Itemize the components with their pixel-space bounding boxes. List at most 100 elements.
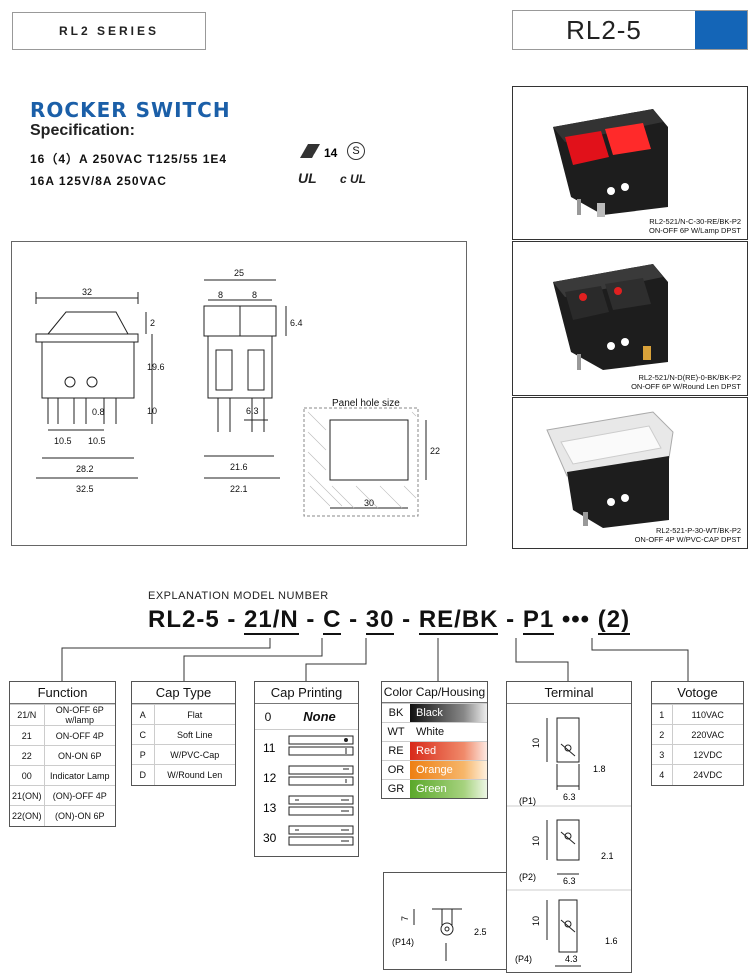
dim-side-top: 6.4 <box>290 318 303 328</box>
terminal-p14-box: 7 2.5 (P14) <box>383 872 507 970</box>
color-code: GR <box>387 783 405 795</box>
round-lens-switch-image <box>553 264 668 370</box>
color-code: OR <box>387 764 405 776</box>
table-row: 21(ON)(ON)-OFF 4P <box>10 785 115 806</box>
cap-printing-code-30: 30 <box>263 831 277 845</box>
p2-label: (P2) <box>519 872 536 882</box>
cap-type-desc: W/Round Len <box>154 764 235 785</box>
color-row: OR Orange <box>382 760 487 779</box>
dim-side-base: 22.1 <box>230 484 248 494</box>
voltage-title: Votoge <box>652 682 743 704</box>
p4-label: (P4) <box>515 954 532 964</box>
explanation-title: EXPLANATION MODEL NUMBER <box>148 590 329 602</box>
model-accent-bar <box>695 11 747 49</box>
product-title: ROCKER SWITCH <box>30 98 231 122</box>
dim-side-b: 8 <box>252 290 257 300</box>
voltage-code: 4 <box>652 764 673 785</box>
red-lamp-switch-image <box>553 109 668 217</box>
p14-hole: 2.5 <box>474 927 487 937</box>
p1-hole: 1.8 <box>593 764 606 774</box>
series-label: RL2 SERIES <box>12 12 206 50</box>
p14-height: 7 <box>400 916 410 921</box>
code-cap-type: C <box>323 606 342 635</box>
code-dots: ••• <box>561 606 591 633</box>
dim-flange-width: 32.5 <box>76 484 94 494</box>
photo-1-model: RL2-521/N-C-30-RE/BK-P2 <box>649 217 741 226</box>
dim-side-body: 21.6 <box>230 462 248 472</box>
code-color: RE/BK <box>418 606 499 635</box>
cap-printing-code-12: 12 <box>263 771 277 785</box>
code-function: 21/N <box>244 606 299 635</box>
photo-3-model: RL2-521-P-30-WT/BK-P2 <box>655 526 741 535</box>
code-sep: - <box>506 606 516 633</box>
color-swatch-white: White <box>416 726 445 738</box>
function-desc: Indicator Lamp <box>44 765 115 786</box>
p14-label: (P14) <box>392 937 414 947</box>
cap-printing-code-11: 11 <box>263 741 276 755</box>
pvc-cap-switch-image <box>546 411 674 528</box>
dim-panel-width: 30 <box>364 498 374 508</box>
voltage-code: 1 <box>652 704 673 725</box>
dim-body-height: 19.6 <box>147 362 165 372</box>
voltage-code: 3 <box>652 744 673 765</box>
p4-height: 10 <box>531 916 541 926</box>
s-mark-icon: S <box>347 142 365 160</box>
p1-width: 6.3 <box>563 792 576 802</box>
function-code: 22 <box>10 745 45 766</box>
photo-2-model: RL2-521/N-D(RE)-0-BK/BK-P2 <box>638 373 741 382</box>
function-desc: (ON)-ON 6P <box>44 805 115 826</box>
connector-lines <box>61 638 689 682</box>
function-code: 21/N <box>10 704 45 726</box>
cap-type-code: A <box>132 704 155 725</box>
cap-printing-none-row: 0 None <box>255 704 358 730</box>
dim-front-width: 32 <box>82 287 92 297</box>
dim-pin-height: 10 <box>147 406 157 416</box>
p4-hole: 1.6 <box>605 936 618 946</box>
enec-number: 14 <box>324 146 338 160</box>
model-header: RL2-5 <box>512 10 748 50</box>
cap-printing-none-code: 0 <box>264 709 272 724</box>
spec-label: Specification: <box>30 122 135 139</box>
cap-printing-options: 11 12 13 30 <box>263 735 354 846</box>
color-title: Color Cap/Housing <box>382 682 487 703</box>
code-cap-printing: 30 <box>365 606 395 635</box>
terminal-table: Terminal 10 1.8 (P1) 6.3 10 2.1 (P2) 6.3… <box>506 681 632 973</box>
cap-type-title: Cap Type <box>132 682 235 704</box>
color-swatch-orange: Orange <box>410 761 487 779</box>
color-code: BK <box>388 707 404 719</box>
function-code: 22(ON) <box>10 805 45 826</box>
function-code: 00 <box>10 765 45 786</box>
code-sep: - <box>306 606 316 633</box>
code-sep: - <box>227 606 237 633</box>
photo-1-desc: ON-OFF 6P W/Lamp DPST <box>649 226 741 235</box>
function-code: 21 <box>10 725 45 746</box>
terminal-title: Terminal <box>507 682 631 704</box>
dim-panel-height: 22 <box>430 446 440 456</box>
p14-drawing: 7 2.5 (P14) <box>392 908 487 961</box>
spec-line-1: 16（4）A 250VAC T125/55 1E4 <box>30 152 228 166</box>
table-row: 22(ON)(ON)-ON 6P <box>10 805 115 826</box>
ul-mark-icon: UL <box>298 170 317 186</box>
voltage-code: 2 <box>652 724 673 745</box>
cul-mark-icon: c UL <box>340 172 367 186</box>
function-title: Function <box>10 682 115 704</box>
